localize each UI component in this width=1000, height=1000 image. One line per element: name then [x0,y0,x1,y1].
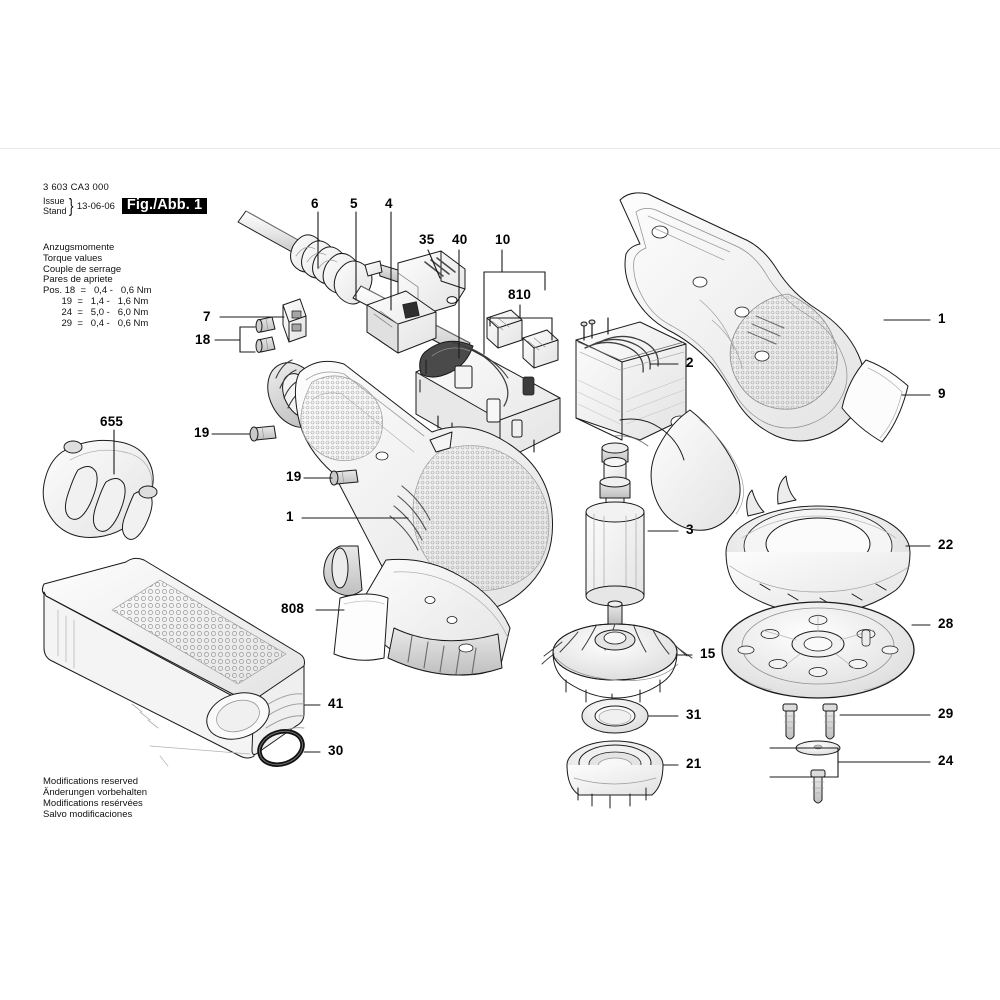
callout-28: 28 [938,616,954,631]
part-fan-15 [541,623,693,707]
callout-41: 41 [328,696,344,711]
issue-date: 13-06-06 [76,200,115,212]
callout-31: 31 [686,707,702,722]
callout-30: 30 [328,743,344,758]
callout-10: 10 [495,232,511,247]
torque-values-block: Anzugsmomente Torque values Couple de se… [43,242,152,329]
part-screw-29a [782,703,798,740]
callout-35: 35 [419,232,435,247]
part-switch-4 [366,290,437,354]
callout-2: 2 [686,355,694,370]
part-label-808 [333,593,389,661]
callout-18: 18 [195,332,211,347]
part-dust-shroud-22 [725,475,911,615]
leader-35 [427,249,441,279]
page-top-divider [0,148,1000,149]
issue-stand-row: Issue Stand } 13-06-06 Fig./Abb. 1 [43,195,208,217]
part-carbon-brush-810b [522,329,559,369]
part-number: 3 603 CA3 000 [43,182,109,193]
callout-9: 9 [938,386,946,401]
part-sander-body-1 [267,359,554,676]
callout-808: 808 [281,601,305,616]
callout-5: 5 [350,196,358,211]
callout-22: 22 [938,537,954,552]
part-housing-shell-1 [613,192,865,531]
modifications-footnote: Modifications reserved Änderungen vorbeh… [43,776,148,820]
figure-badge: Fig./Abb. 1 [121,198,208,214]
part-screw-29b [822,703,838,740]
callout-19a: 19 [194,425,210,440]
callout-24: 24 [938,753,954,768]
part-bush-7 [282,298,307,343]
callout-6: 6 [311,196,319,211]
callout-4: 4 [385,196,393,211]
part-screw-19a [249,425,277,442]
part-armature-3 [585,442,645,645]
stand-label: Stand [43,206,67,216]
callout-29: 29 [938,706,954,721]
part-bearing-21 [566,740,664,809]
part-handle-655 [42,439,158,540]
part-backing-pad-28 [721,601,915,699]
callout-810: 810 [508,287,532,302]
callout-19b: 19 [286,469,302,484]
part-screw-24 [810,769,826,804]
part-dust-box-41 [41,557,305,767]
part-oring-30 [257,729,305,767]
part-screw-18a [255,316,276,333]
part-carbon-brush-810a [486,309,523,349]
callout-1-top: 1 [938,311,946,326]
callout-40: 40 [452,232,468,247]
part-screw-19b [329,469,359,486]
issue-stand-labels: Issue Stand [43,196,67,216]
callout-15: 15 [700,646,716,661]
callout-7: 7 [203,309,211,324]
part-washer-31 [581,698,649,734]
part-screw-18b [255,336,276,353]
callout-655: 655 [100,414,124,429]
document-header: 3 603 CA3 000 Issue Stand } 13-06-06 Fig… [43,182,208,217]
callout-3: 3 [686,522,694,537]
part-shroud-9 [841,359,909,443]
brace-glyph: } [68,195,73,217]
issue-label: Issue [43,196,65,206]
callout-1-mid: 1 [286,509,294,524]
callout-21: 21 [686,756,702,771]
part-stator-2 [575,317,687,441]
